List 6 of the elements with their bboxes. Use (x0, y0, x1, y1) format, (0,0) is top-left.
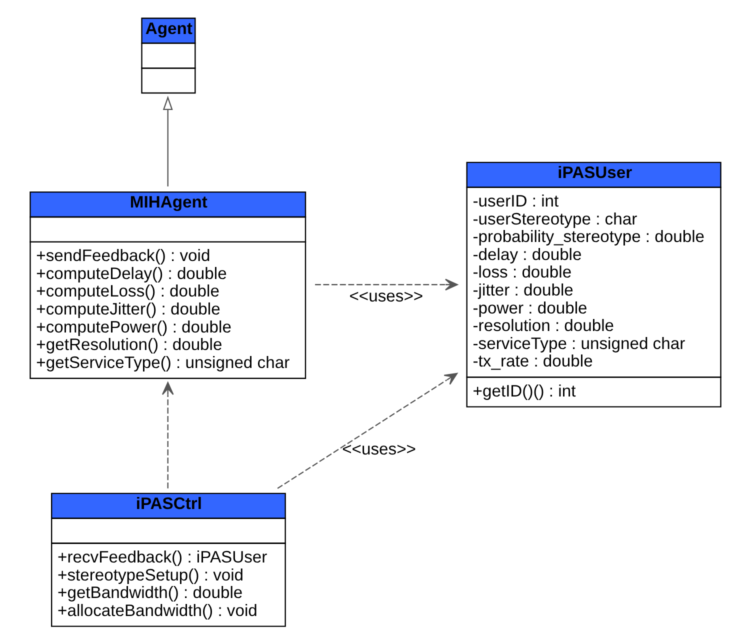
arrow (161, 382, 174, 488)
arrow (162, 96, 172, 186)
arrow (314, 278, 458, 291)
edge-label: <<uses>> (348, 286, 423, 306)
edge-label: <<uses>> (342, 440, 416, 459)
arrow (276, 372, 458, 489)
